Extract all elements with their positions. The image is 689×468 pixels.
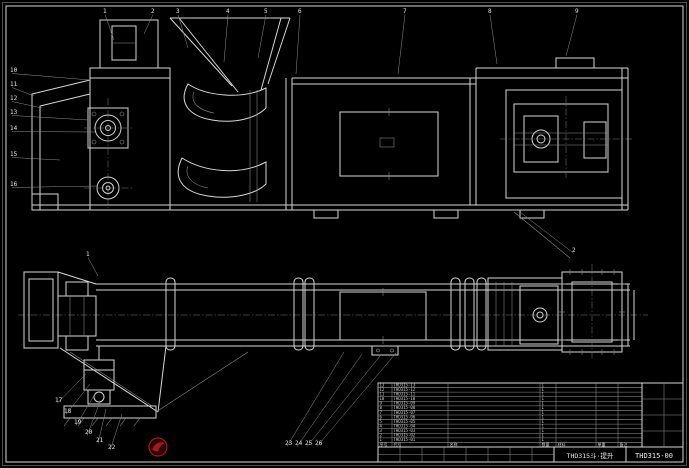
bom-header-cell: 序号 bbox=[380, 441, 388, 447]
elevation-view bbox=[32, 18, 632, 258]
plan-view bbox=[18, 264, 648, 426]
bucket-chute-section bbox=[170, 18, 292, 210]
callout-balloon: 13 bbox=[10, 109, 18, 116]
callout-balloon: 25 bbox=[305, 440, 313, 447]
callout-balloon: 26 bbox=[315, 440, 323, 447]
callout-balloon: 10 bbox=[10, 67, 18, 74]
motor-drive-unit bbox=[64, 346, 248, 426]
bom-header-cell: 数量 bbox=[542, 441, 550, 447]
bom-header-cell: 代号 bbox=[394, 441, 402, 447]
red-stamp-logo bbox=[149, 438, 167, 456]
callout-balloon: 19 bbox=[74, 419, 82, 426]
bom-header-cell: 备注 bbox=[620, 441, 628, 447]
tail-section bbox=[476, 58, 632, 258]
flange-joints bbox=[166, 278, 486, 350]
callout-balloon: 5 bbox=[264, 8, 268, 15]
bom-header-cell: 材料 bbox=[558, 441, 566, 447]
callout-balloon: 20 bbox=[85, 429, 93, 436]
callout-balloon: 2 bbox=[572, 247, 576, 254]
callout-balloon: 16 bbox=[10, 181, 18, 188]
drawing-number: THD315-00 bbox=[635, 452, 673, 460]
callout-balloon: 8 bbox=[488, 8, 492, 15]
callout-balloon: 24 bbox=[295, 440, 303, 447]
frame-border bbox=[3, 3, 687, 466]
inspection-door bbox=[340, 112, 438, 176]
motor-fan-guard bbox=[94, 392, 104, 402]
base-platform bbox=[64, 406, 156, 418]
callout-balloon: 21 bbox=[96, 437, 104, 444]
callout-balloon: 4 bbox=[226, 8, 230, 15]
bom-header-cell: 名称 bbox=[450, 441, 458, 447]
plan-inspection-door bbox=[340, 288, 426, 355]
head-section bbox=[32, 20, 170, 210]
bom-header-cell: 单重 bbox=[598, 441, 606, 447]
callout-balloons: 1234567891011121314151612171819202122232… bbox=[10, 8, 579, 451]
top-hatch bbox=[556, 58, 594, 68]
drive-assembly bbox=[488, 278, 562, 350]
callout-balloon: 12 bbox=[10, 95, 18, 102]
callout-balloon: 6 bbox=[298, 8, 302, 15]
door-handle bbox=[380, 138, 394, 147]
title-block: THD315斗·提升 THD315-00 bbox=[378, 383, 683, 462]
callout-balloon: 3 bbox=[176, 8, 180, 15]
callout-balloon: 15 bbox=[10, 151, 18, 158]
bucket-upper bbox=[184, 84, 266, 121]
boot-section bbox=[24, 272, 166, 412]
callout-balloon: 9 bbox=[575, 8, 579, 15]
bearing-block bbox=[58, 296, 96, 336]
drawing-title: THD315斗·提升 bbox=[567, 451, 614, 460]
callout-balloon: 11 bbox=[10, 81, 18, 88]
callout-balloon: 1 bbox=[86, 251, 90, 258]
callout-balloon: 1 bbox=[103, 8, 107, 15]
callout-balloon: 23 bbox=[285, 440, 293, 447]
callout-balloon: 2 bbox=[151, 8, 155, 15]
bom-table: 13THD315-13112THD315-12111THD315-11110TH… bbox=[378, 382, 642, 447]
callout-balloon: 22 bbox=[108, 444, 116, 451]
callout-balloon: 17 bbox=[55, 397, 63, 404]
callout-balloon: 7 bbox=[403, 8, 407, 15]
callout-balloon: 14 bbox=[10, 125, 18, 132]
bucket-lower bbox=[178, 158, 266, 197]
callout-balloon: 18 bbox=[64, 408, 72, 415]
